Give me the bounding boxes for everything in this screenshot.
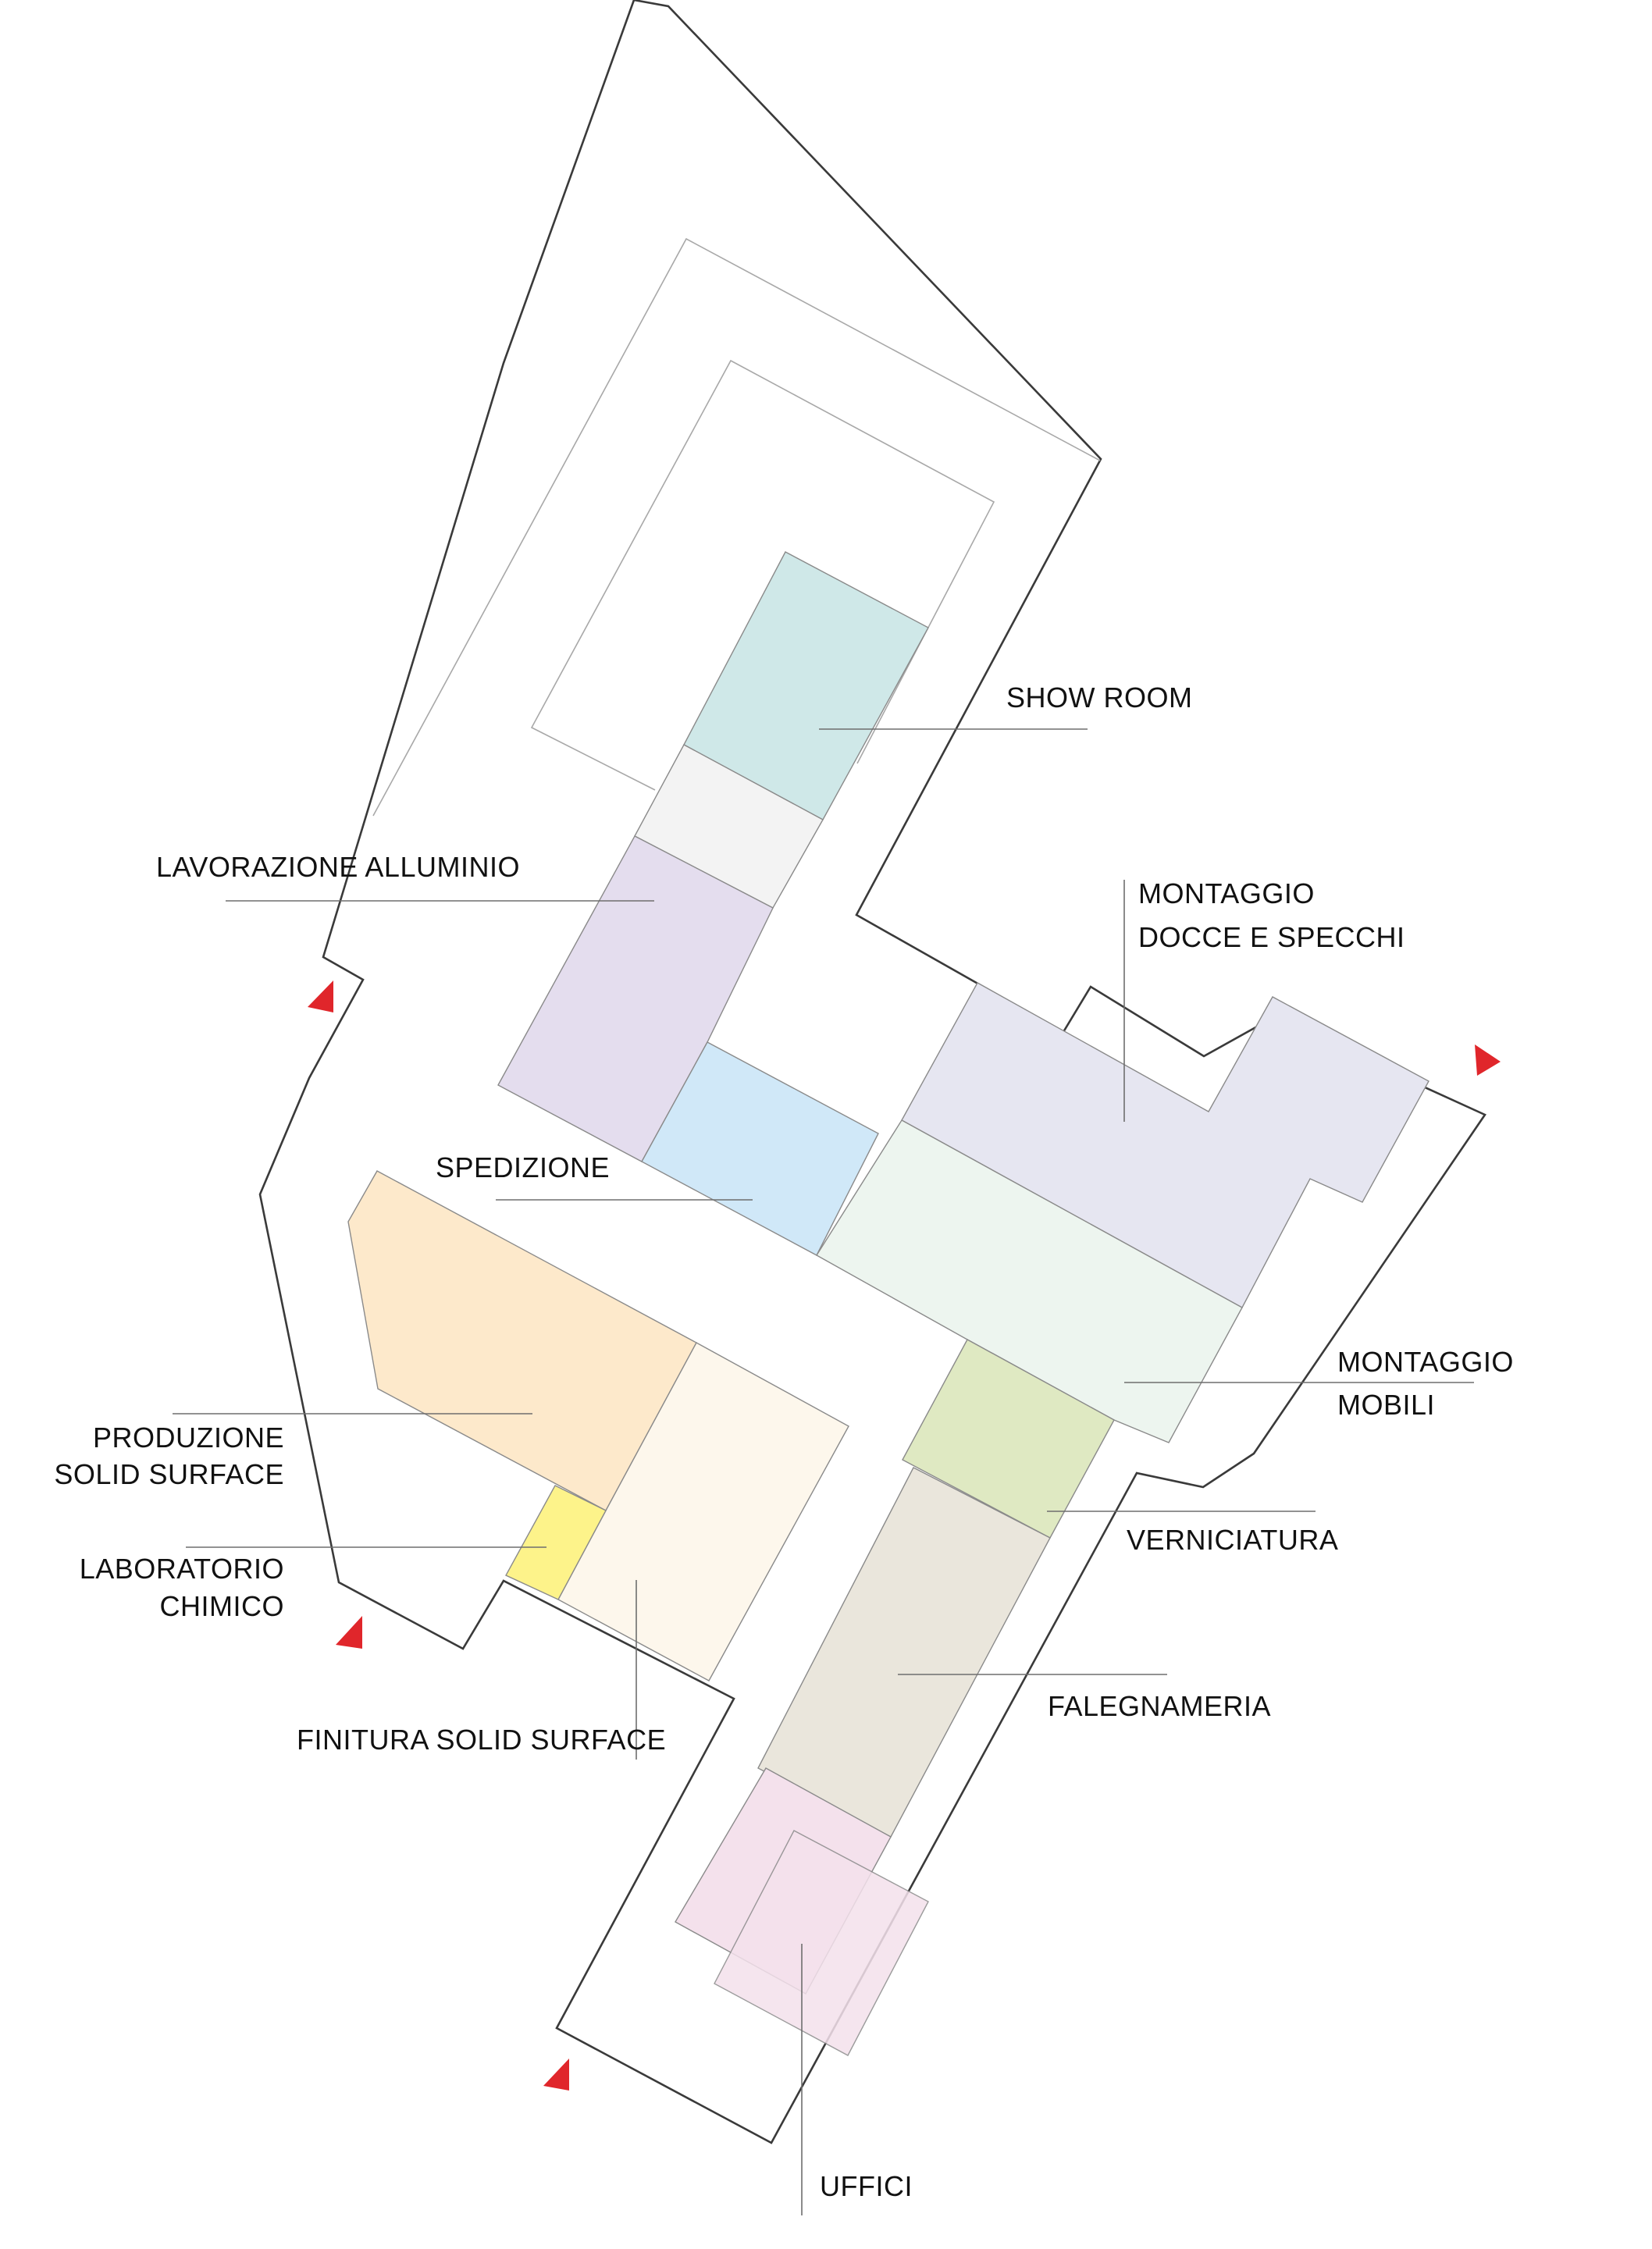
zone-finitura-solid-surface [557,1342,849,1681]
zone-produzione-solid-surface [347,1170,697,1511]
label-finitura: FINITURA SOLID SURFACE [297,1724,666,1756]
label-laboratorio-line2: CHIMICO [160,1590,285,1622]
label-verniciatura: VERNICIATURA [1127,1524,1338,1556]
label-lavorazione-alluminio: LAVORAZIONE ALLUMINIO [156,851,520,883]
label-spedizione: SPEDIZIONE [436,1151,610,1183]
label-produzione-line1: PRODUZIONE [93,1422,284,1454]
label-montaggio-docce-line1: MONTAGGIO [1138,877,1315,909]
label-montaggio-mobili-line2: MOBILI [1337,1389,1435,1421]
upper-level-outline-inner [530,359,995,791]
entrance-marker-east [1475,1044,1501,1076]
zone-laboratorio-chimico [505,1485,607,1600]
label-uffici: UFFICI [820,2170,913,2202]
label-laboratorio-line1: LABORATORIO [80,1553,284,1585]
upper-level-outline-outer [372,237,1101,817]
label-montaggio-mobili-line1: MONTAGGIO [1337,1346,1514,1378]
label-show-room: SHOW ROOM [1006,681,1192,713]
entrance-marker-west-upper [308,980,333,1012]
label-falegnameria: FALEGNAMERIA [1048,1690,1271,1722]
label-montaggio-docce-line2: DOCCE E SPECCHI [1138,921,1405,953]
entrance-marker-west-lower [336,1616,362,1649]
zone-uffici-upper [714,1830,929,2056]
label-produzione-line2: SOLID SURFACE [54,1458,284,1490]
zone-falegnameria [757,1467,1051,1838]
entrance-marker-south [543,2059,569,2091]
